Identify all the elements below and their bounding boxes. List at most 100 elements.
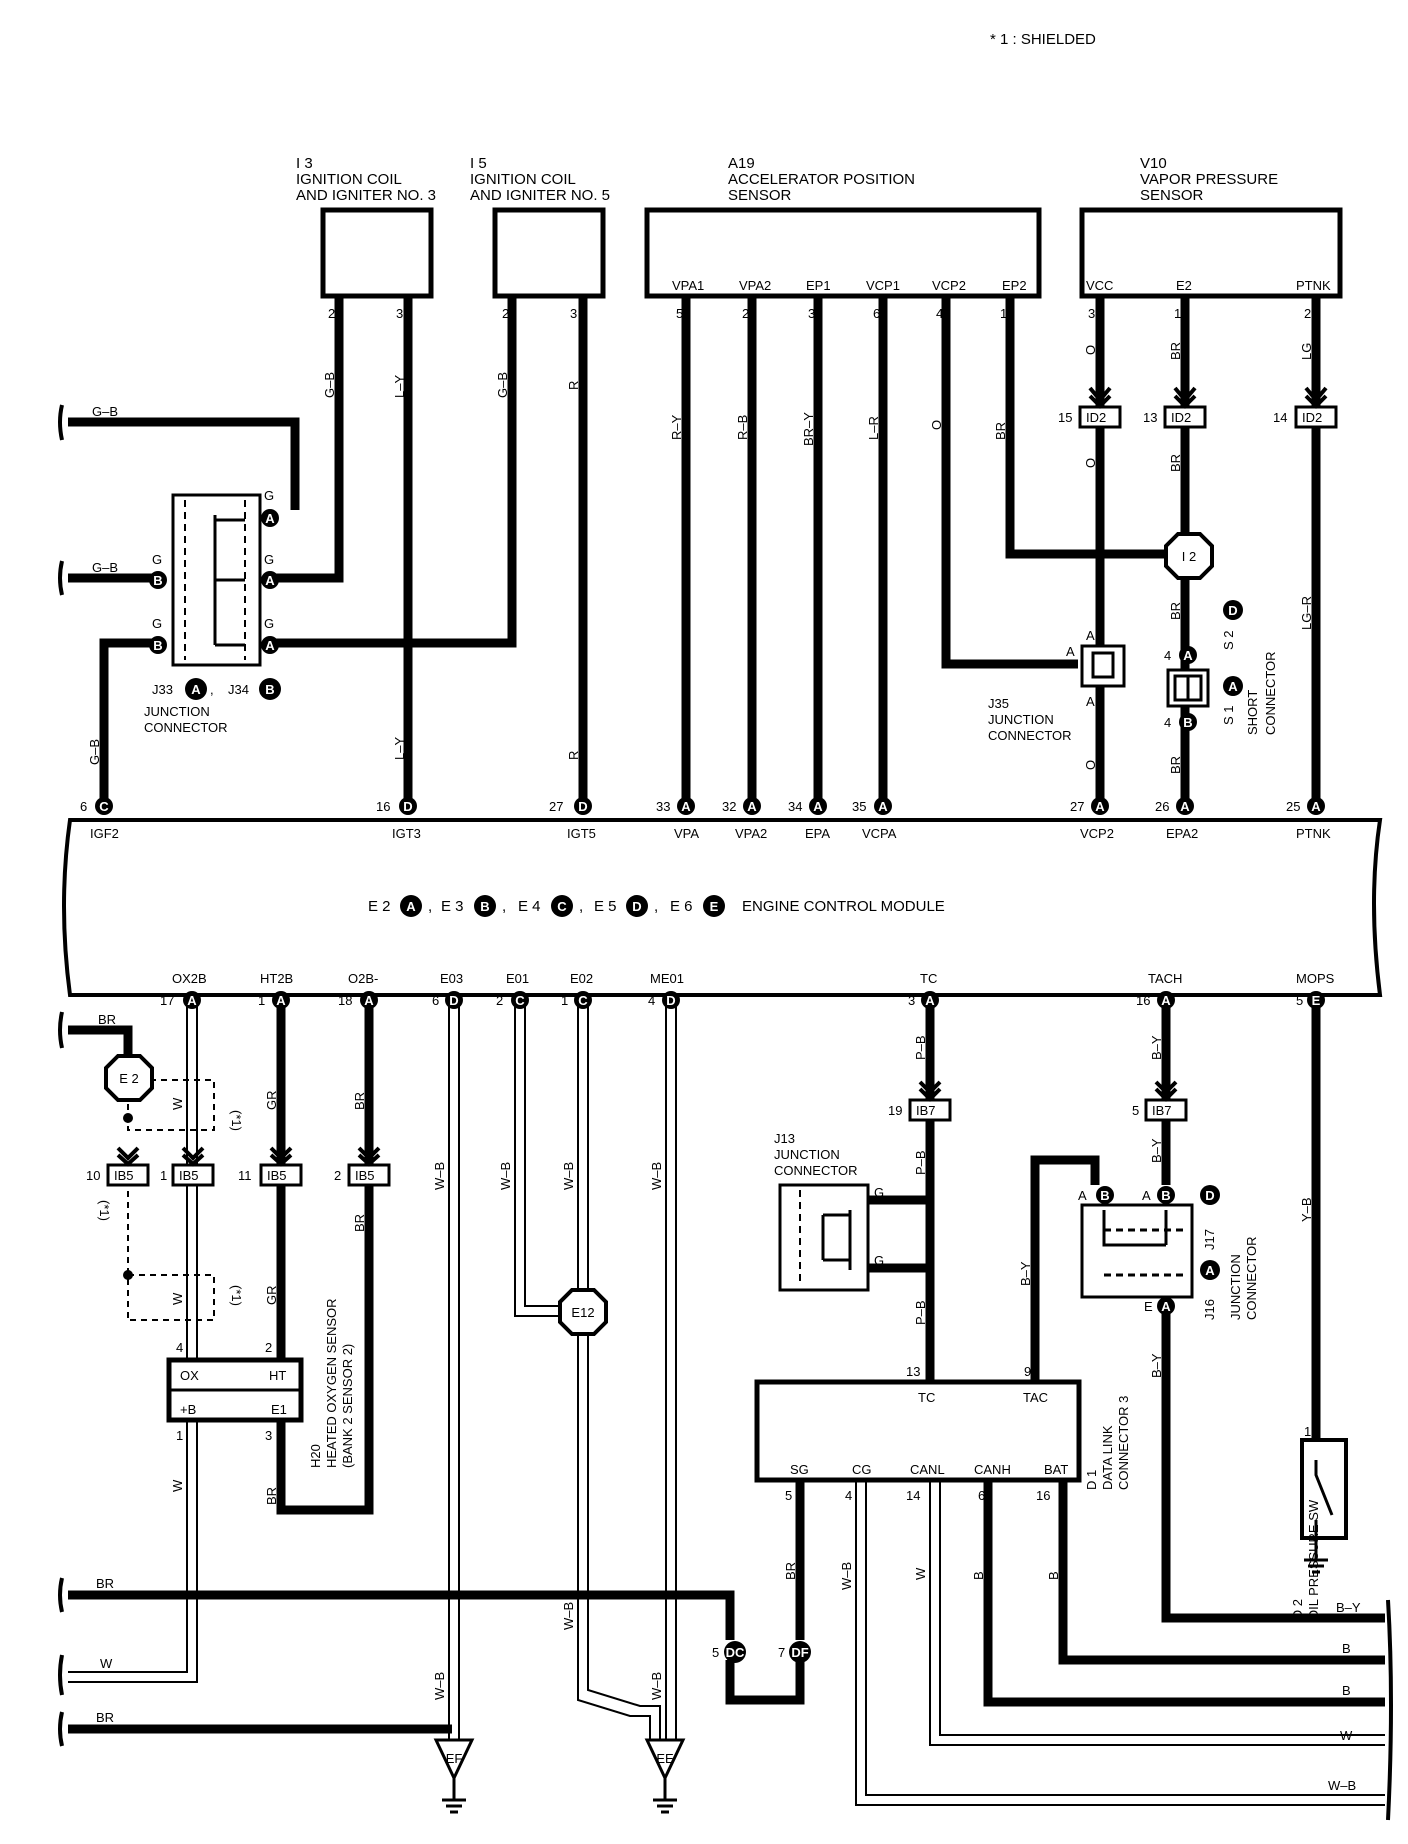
svg-text:4: 4 bbox=[845, 1488, 852, 1503]
svg-text:E: E bbox=[1144, 1299, 1153, 1314]
svg-text:W–B: W–B bbox=[561, 1602, 576, 1630]
svg-text:W–B: W–B bbox=[432, 1672, 447, 1700]
svg-text:3: 3 bbox=[808, 306, 815, 321]
svg-text:H20: H20 bbox=[308, 1444, 323, 1468]
svg-text:A: A bbox=[1086, 694, 1095, 709]
svg-text:+B: +B bbox=[180, 1402, 196, 1417]
splice-nodes bbox=[104, 532, 1214, 1336]
svg-text:OX2B: OX2B bbox=[172, 971, 207, 986]
junction-connector-j13 bbox=[778, 1183, 870, 1292]
a19-name1: ACCELERATOR POSITION bbox=[728, 171, 915, 188]
svg-text:SHORT: SHORT bbox=[1245, 690, 1260, 735]
svg-text:15: 15 bbox=[1058, 410, 1072, 425]
svg-text:VCC: VCC bbox=[1086, 278, 1113, 293]
svg-text:25: 25 bbox=[1286, 799, 1300, 814]
i5-name1: IGNITION COIL bbox=[470, 171, 576, 188]
svg-text:VPA2: VPA2 bbox=[735, 826, 767, 841]
svg-text:TACH: TACH bbox=[1148, 971, 1182, 986]
oil-pressure-switch bbox=[1300, 1438, 1348, 1574]
a19-name2: SENSOR bbox=[728, 187, 792, 204]
svg-text:O2B-: O2B- bbox=[348, 971, 378, 986]
svg-text:34: 34 bbox=[788, 799, 802, 814]
svg-text:DF: DF bbox=[791, 1645, 808, 1660]
svg-text:E 5: E 5 bbox=[594, 898, 617, 915]
svg-text:C: C bbox=[99, 799, 109, 814]
svg-text:W–B: W–B bbox=[432, 1162, 447, 1190]
svg-text:5: 5 bbox=[1132, 1103, 1139, 1118]
svg-text:BR: BR bbox=[783, 1562, 798, 1580]
svg-text:VCP2: VCP2 bbox=[932, 278, 966, 293]
svg-text:6: 6 bbox=[978, 1488, 985, 1503]
svg-text:EE: EE bbox=[656, 1751, 674, 1766]
svg-text:A: A bbox=[265, 638, 275, 653]
svg-text:E 4: E 4 bbox=[518, 898, 541, 915]
svg-text:R: R bbox=[566, 751, 581, 760]
svg-text:A: A bbox=[1086, 628, 1095, 643]
svg-text:CANL: CANL bbox=[910, 1462, 945, 1477]
svg-text:26: 26 bbox=[1155, 799, 1169, 814]
svg-text:G–B: G–B bbox=[92, 560, 118, 575]
svg-text:27: 27 bbox=[549, 799, 563, 814]
svg-text:O: O bbox=[929, 420, 944, 430]
svg-text:IB7: IB7 bbox=[916, 1103, 936, 1118]
svg-text:PTNK: PTNK bbox=[1296, 826, 1331, 841]
svg-text:W–B: W–B bbox=[498, 1162, 513, 1190]
svg-text:E2: E2 bbox=[1176, 278, 1192, 293]
svg-text:Y–B: Y–B bbox=[1299, 1197, 1314, 1222]
svg-text:6: 6 bbox=[873, 306, 880, 321]
svg-text:HT: HT bbox=[269, 1368, 286, 1383]
svg-text:IB5: IB5 bbox=[179, 1168, 199, 1183]
inline-connectors bbox=[106, 405, 1338, 1187]
svg-text:BR–Y: BR–Y bbox=[801, 412, 816, 446]
svg-text:BR: BR bbox=[352, 1092, 367, 1110]
svg-text:VCP2: VCP2 bbox=[1080, 826, 1114, 841]
shielded-note: * 1 : SHIELDED bbox=[990, 31, 1096, 48]
ecm-bottom-pins: 17 1 18 6 2 1 4 3 16 5 bbox=[160, 993, 1303, 1008]
svg-text:VCP1: VCP1 bbox=[866, 278, 900, 293]
svg-text:(*1): (*1) bbox=[229, 1285, 244, 1306]
svg-text:SG: SG bbox=[790, 1462, 809, 1477]
svg-text:D: D bbox=[632, 899, 641, 914]
svg-text:,: , bbox=[210, 682, 214, 697]
svg-text:ME01: ME01 bbox=[650, 971, 684, 986]
svg-text:I 2: I 2 bbox=[1182, 549, 1196, 564]
svg-text:B: B bbox=[1342, 1641, 1351, 1656]
svg-text:B: B bbox=[153, 573, 162, 588]
svg-text:A: A bbox=[1228, 679, 1238, 694]
svg-text:W: W bbox=[1340, 1728, 1353, 1743]
svg-text:LG: LG bbox=[1299, 343, 1314, 360]
svg-text:A: A bbox=[406, 899, 416, 914]
svg-text:A: A bbox=[364, 993, 374, 1008]
svg-text:E02: E02 bbox=[570, 971, 593, 986]
junction-connector-j35 bbox=[1080, 644, 1126, 688]
svg-text:S 1: S 1 bbox=[1221, 705, 1236, 725]
svg-text:O: O bbox=[1083, 458, 1098, 468]
svg-text:6: 6 bbox=[432, 993, 439, 1008]
wire-color-labels: G–B L–Y G–B R R–Y R–B BR–Y L–R O BR O BR… bbox=[87, 342, 1314, 774]
svg-text:J33: J33 bbox=[152, 682, 173, 697]
svg-text:A: A bbox=[1078, 1188, 1087, 1203]
svg-text:BR: BR bbox=[96, 1710, 114, 1725]
svg-text:BR: BR bbox=[96, 1576, 114, 1591]
svg-text:EP2: EP2 bbox=[1002, 278, 1027, 293]
ecm-bottom-names: OX2B HT2B O2B- E03 E01 E02 ME01 TC TACH … bbox=[172, 971, 1335, 986]
svg-text:TAC: TAC bbox=[1023, 1390, 1048, 1405]
svg-text:BR: BR bbox=[1168, 342, 1183, 360]
svg-text:JUNCTION: JUNCTION bbox=[1228, 1254, 1243, 1320]
svg-text:IGT5: IGT5 bbox=[567, 826, 596, 841]
svg-text:G–B: G–B bbox=[87, 739, 102, 765]
svg-text:A: A bbox=[1142, 1188, 1151, 1203]
svg-text:1: 1 bbox=[1000, 306, 1007, 321]
svg-text:A: A bbox=[265, 511, 275, 526]
svg-text:E01: E01 bbox=[506, 971, 529, 986]
thick-wires bbox=[68, 290, 1385, 1734]
svg-text:3: 3 bbox=[908, 993, 915, 1008]
svg-text:BR: BR bbox=[1168, 756, 1183, 774]
svg-text:B: B bbox=[1342, 1683, 1351, 1698]
svg-text:4: 4 bbox=[1164, 648, 1171, 663]
svg-text:5: 5 bbox=[712, 1645, 719, 1660]
svg-text:J34: J34 bbox=[228, 682, 249, 697]
svg-text:O: O bbox=[1083, 345, 1098, 355]
svg-text:A: A bbox=[1161, 993, 1171, 1008]
svg-text:B–Y: B–Y bbox=[1336, 1600, 1361, 1615]
